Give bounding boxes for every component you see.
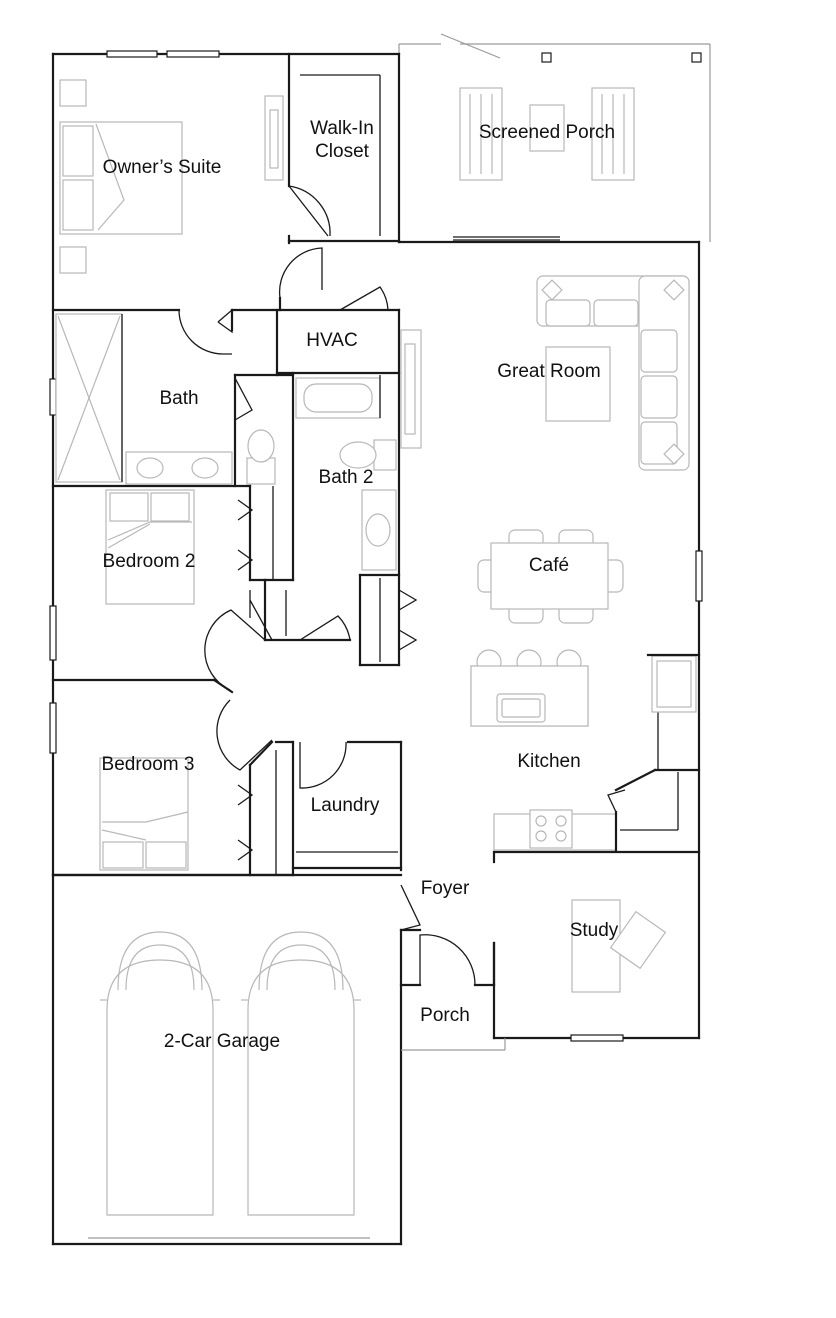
- car-right: [241, 931, 361, 1216]
- label-hvac: HVAC: [306, 330, 357, 351]
- post-marker: [691, 52, 702, 63]
- label-walk-in-closet-1: Walk-In: [310, 118, 374, 139]
- owners-suite-area: [51, 52, 401, 312]
- car-left: [100, 931, 220, 1216]
- label-laundry: Laundry: [311, 795, 380, 816]
- label-owners-suite: Owner’s Suite: [103, 157, 222, 178]
- bedroom-2-area: [51, 484, 287, 691]
- porch-table: [529, 104, 565, 152]
- label-study: Study: [570, 920, 619, 941]
- hvac-bath2-area: [263, 286, 422, 667]
- label-garage: 2-Car Garage: [164, 1031, 280, 1052]
- post-marker: [541, 52, 552, 63]
- label-bath: Bath: [159, 388, 198, 409]
- owner-bath-area: [51, 308, 295, 488]
- label-cafe: Café: [529, 555, 569, 576]
- screened-porch-outline: [397, 33, 711, 244]
- label-bedroom-2: Bedroom 2: [103, 551, 196, 572]
- great-room-area: [536, 275, 690, 471]
- foyer-porch-area: [399, 884, 506, 1051]
- windows: [49, 50, 703, 1042]
- laundry-area: [51, 740, 403, 877]
- label-bath-2: Bath 2: [319, 467, 374, 488]
- label-kitchen: Kitchen: [517, 751, 580, 772]
- bedroom-3-area: [51, 678, 295, 877]
- kitchen-area: [470, 649, 701, 852]
- label-porch: Porch: [420, 1005, 470, 1026]
- label-great-room: Great Room: [497, 361, 600, 382]
- label-bedroom-3: Bedroom 3: [102, 754, 195, 775]
- coffee-table: [545, 346, 611, 422]
- label-walk-in-closet-2: Closet: [315, 141, 370, 162]
- cafe-area: [477, 529, 624, 624]
- study-area: [492, 850, 701, 993]
- dining-table: [490, 542, 609, 610]
- label-screened-porch: Screened Porch: [479, 122, 615, 143]
- label-foyer: Foyer: [421, 878, 470, 899]
- room-labels: Owner’s Suite Walk-In Closet Screened Po…: [102, 118, 619, 1052]
- garage-area: [88, 931, 370, 1239]
